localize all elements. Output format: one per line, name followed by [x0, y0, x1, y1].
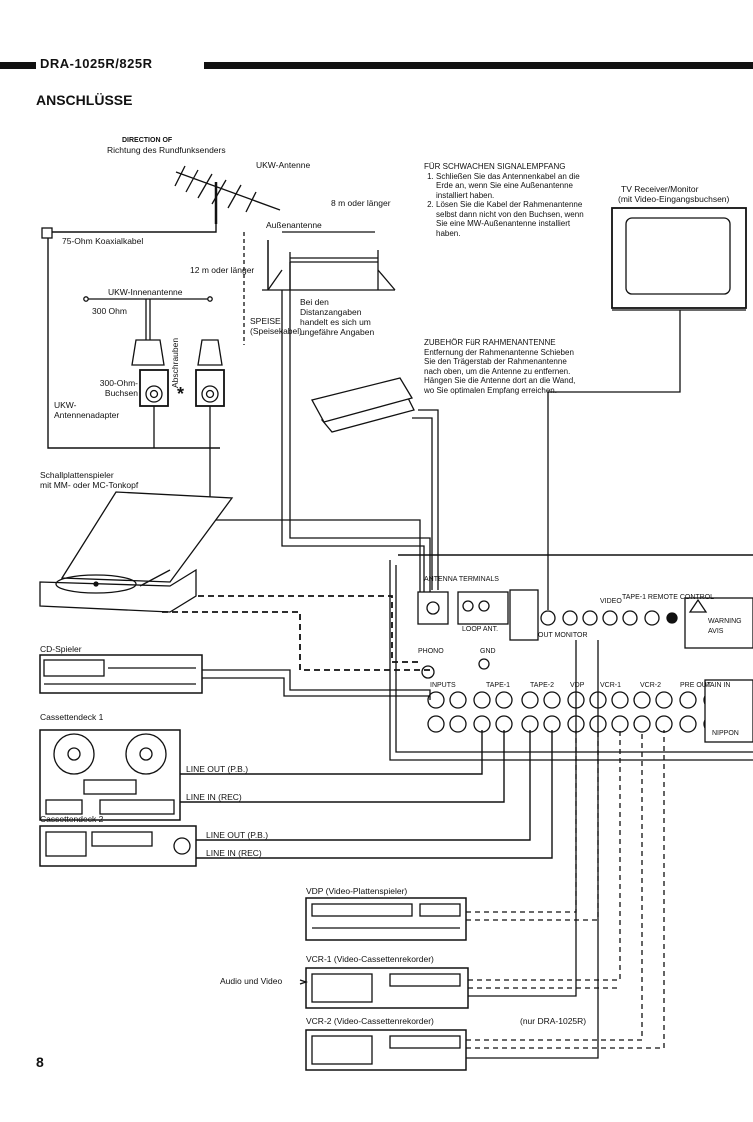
deck1-line-in: LINE IN (REC) — [186, 792, 242, 802]
loop-antenna-text: Entfernung der Rahmenantenne Schieben Si… — [424, 347, 576, 395]
panel-antenna-terminals: ANTENNA TERMINALS — [424, 576, 499, 583]
rca-jacks-row — [427, 691, 721, 733]
outdoor-antenna-label: Außenantenne — [266, 220, 322, 230]
turntable-icon — [39, 491, 234, 613]
panel-remote: TAPE-1 REMOTE CONTROL — [622, 594, 715, 601]
panel-tape1: TAPE-1 — [486, 682, 510, 689]
direction-de: Richtung des Rundfunksenders — [107, 145, 226, 155]
ohm300-label: 300 Ohm — [92, 306, 127, 316]
vdp-label: VDP (Video-Plattenspieler) — [306, 886, 408, 896]
coax-label: 75-Ohm Koaxialkabel — [62, 236, 144, 246]
direction-en: DIRECTION OF — [122, 137, 173, 144]
panel-gnd: GND — [480, 648, 496, 655]
panel-video: VIDEO — [600, 598, 622, 605]
jacks300-label: 300-Ohm-Buchsen — [99, 378, 138, 398]
deck2-line-out: LINE OUT (P.B.) — [206, 830, 269, 840]
deck2-line-in: LINE IN (REC) — [206, 848, 262, 858]
loop-antenna-note: ZUBEHÖR FüR RAHMENANTENNE Entfernung der… — [424, 338, 584, 395]
distance-12m-label: 12 m oder länger — [190, 265, 255, 275]
turntable-label: Schallplattenspieler — [40, 470, 114, 480]
panel-pre-out: PRE OUT — [680, 682, 712, 689]
panel-inputs: INPUTS — [430, 682, 456, 689]
distance-8m-label: 8 m oder länger — [331, 198, 391, 208]
model-title: DRA-1025R/825R — [40, 56, 153, 71]
tv-monitor-icon — [611, 207, 747, 311]
weak-signal-note: FÜR SCHWACHEN SIGNALEMPFANG Schließen Si… — [424, 162, 584, 238]
cassette-deck-icon — [39, 825, 197, 867]
tv-label: TV Receiver/Monitor — [621, 184, 699, 194]
feeder-label: SPEISE — [250, 316, 281, 326]
section-title: ANSCHLÜSSE — [36, 92, 133, 108]
weak-signal-item-2: Lösen Sie die Kabel der Rahmenantenne se… — [436, 200, 584, 238]
header-rule-right — [204, 62, 753, 69]
unscrew-label: Abschrauben — [170, 337, 180, 388]
panel-loop-ant: LOOP ANT. — [462, 626, 499, 633]
receiver-panel-icon — [389, 554, 753, 761]
cd-player-icon — [39, 654, 203, 694]
tv-sub-label: (mit Video-Eingangsbuchsen) — [618, 194, 730, 204]
panel-brand: NIPPON — [712, 730, 739, 737]
fm-antenna-icon — [174, 165, 281, 224]
deck1-label: Cassettendeck 1 — [40, 712, 104, 722]
panel-vcr1: VCR-1 — [600, 682, 622, 689]
weak-signal-item-1: Schließen Sie das Antennenkabel an die E… — [436, 172, 584, 201]
vcr2-icon — [305, 1029, 467, 1071]
adapter-label: UKW-Antennenadapter — [54, 400, 120, 420]
panel-phono: PHONO — [418, 648, 444, 655]
vcr1-icon — [305, 967, 469, 1009]
cd-label: CD-Spieler — [40, 644, 82, 654]
panel-tape2: TAPE-2 — [530, 682, 554, 689]
asterisk-mark: * — [177, 384, 185, 404]
panel-vcr2: VCR-2 — [640, 682, 662, 689]
panel-avis: AVIS — [708, 628, 724, 635]
outdoor-antenna-icon — [262, 240, 396, 291]
reel-deck-icon — [39, 729, 181, 821]
turntable-sub-label: mit MM- oder MC-Tonkopf — [40, 480, 139, 490]
panel-out-monitor: OUT MONITOR — [538, 632, 588, 639]
fm-indoor-label: UKW-Innenantenne — [108, 287, 183, 297]
vcr1-label: VCR-1 (Video-Cassettenrekorder) — [306, 954, 434, 964]
panel-warning: WARNING — [708, 618, 742, 625]
deck1-line-out: LINE OUT (P.B.) — [186, 764, 249, 774]
panel-vdp: VDP — [570, 682, 585, 689]
vdp-icon — [305, 897, 467, 941]
panel-main-in: MAIN IN — [704, 682, 731, 689]
feeder-cable-label: (Speisekabel) — [250, 326, 302, 336]
fm-indoor-antenna-icon — [83, 296, 213, 340]
loop-antenna-icon — [311, 377, 415, 433]
distance-note: Bei den Distanzangaben handelt es sich u… — [300, 297, 375, 337]
deck2-label: Cassettendeck 2 — [40, 814, 104, 824]
vcr2-label: VCR-2 (Video-Cassettenrekorder) — [306, 1016, 434, 1026]
fm-antenna-label: UKW-Antenne — [256, 160, 311, 170]
weak-signal-title: FÜR SCHWACHEN SIGNALEMPFANG — [424, 162, 566, 171]
loop-antenna-title: ZUBEHÖR FüR RAHMENANTENNE — [424, 338, 556, 347]
audio-video-label: Audio und Video — [220, 976, 283, 986]
header-rule-left — [0, 62, 36, 69]
only-1025-label: (nur DRA-1025R) — [520, 1016, 587, 1026]
page-number: 8 — [36, 1054, 44, 1070]
